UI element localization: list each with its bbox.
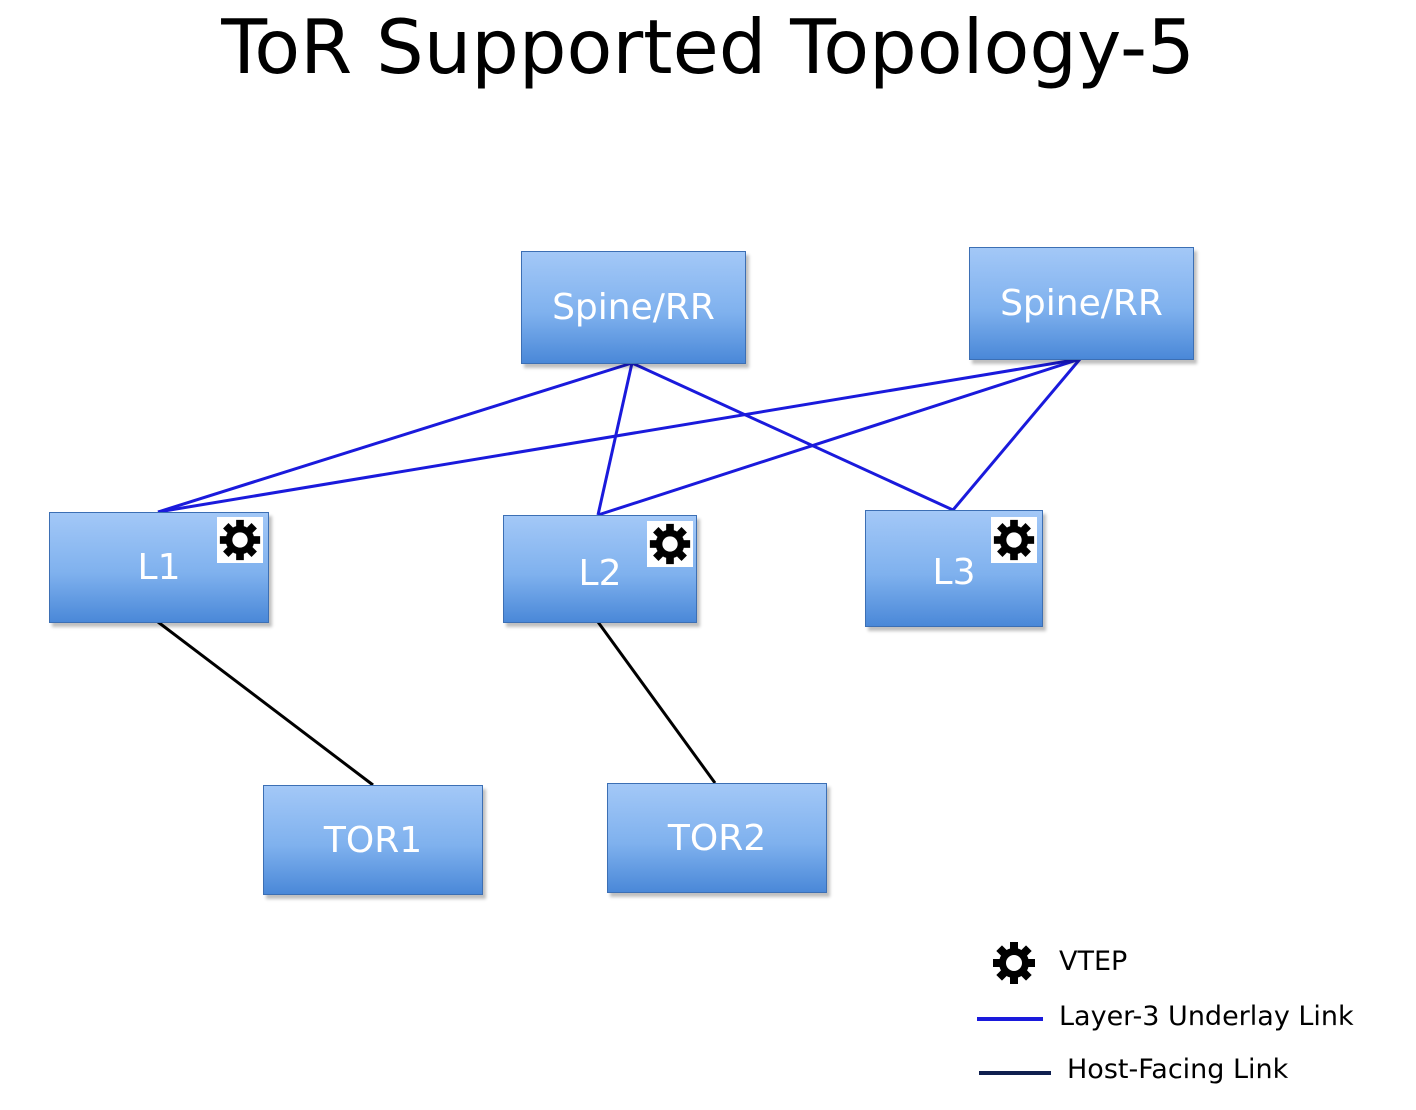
legend-underlay-label: Layer-3 Underlay Link bbox=[1059, 1001, 1354, 1032]
diagram-title: ToR Supported Topology-5 bbox=[221, 3, 1195, 91]
spine-node-2-label: Spine/RR bbox=[1000, 283, 1163, 324]
gear-icon bbox=[991, 517, 1037, 563]
spine-node-1-label: Spine/RR bbox=[552, 287, 715, 328]
legend-host-swatch bbox=[979, 1071, 1051, 1075]
tor-node-1: TOR1 bbox=[263, 785, 483, 895]
link-spine1-l3 bbox=[631, 361, 954, 512]
link-spine1-l2 bbox=[596, 362, 634, 516]
legend-host-label: Host-Facing Link bbox=[1067, 1054, 1289, 1085]
leaf-node-l2-label: L2 bbox=[578, 552, 622, 594]
link-spine2-l3 bbox=[951, 358, 1082, 511]
spine-node-2: Spine/RR bbox=[969, 247, 1194, 360]
link-l1-tor1 bbox=[157, 620, 374, 787]
leaf-node-l3-label: L3 bbox=[932, 552, 976, 593]
tor-node-2: TOR2 bbox=[607, 783, 827, 893]
gear-icon bbox=[647, 521, 693, 567]
tor-node-2-label: TOR2 bbox=[667, 817, 767, 859]
link-l2-tor2 bbox=[596, 621, 717, 784]
gear-icon bbox=[217, 517, 263, 563]
leaf-node-l1-label: L1 bbox=[137, 547, 181, 588]
leaf-node-l3: L3 bbox=[865, 510, 1043, 627]
legend-vtep-label: VTEP bbox=[1059, 946, 1128, 977]
spine-node-1: Spine/RR bbox=[521, 251, 746, 364]
tor-node-1-label: TOR1 bbox=[323, 819, 423, 861]
gear-icon bbox=[990, 939, 1038, 987]
link-spine2-l1 bbox=[157, 357, 1081, 514]
link-spine1-l1 bbox=[157, 361, 633, 514]
legend-underlay-swatch bbox=[977, 1017, 1043, 1021]
link-spine2-l2 bbox=[597, 357, 1081, 517]
